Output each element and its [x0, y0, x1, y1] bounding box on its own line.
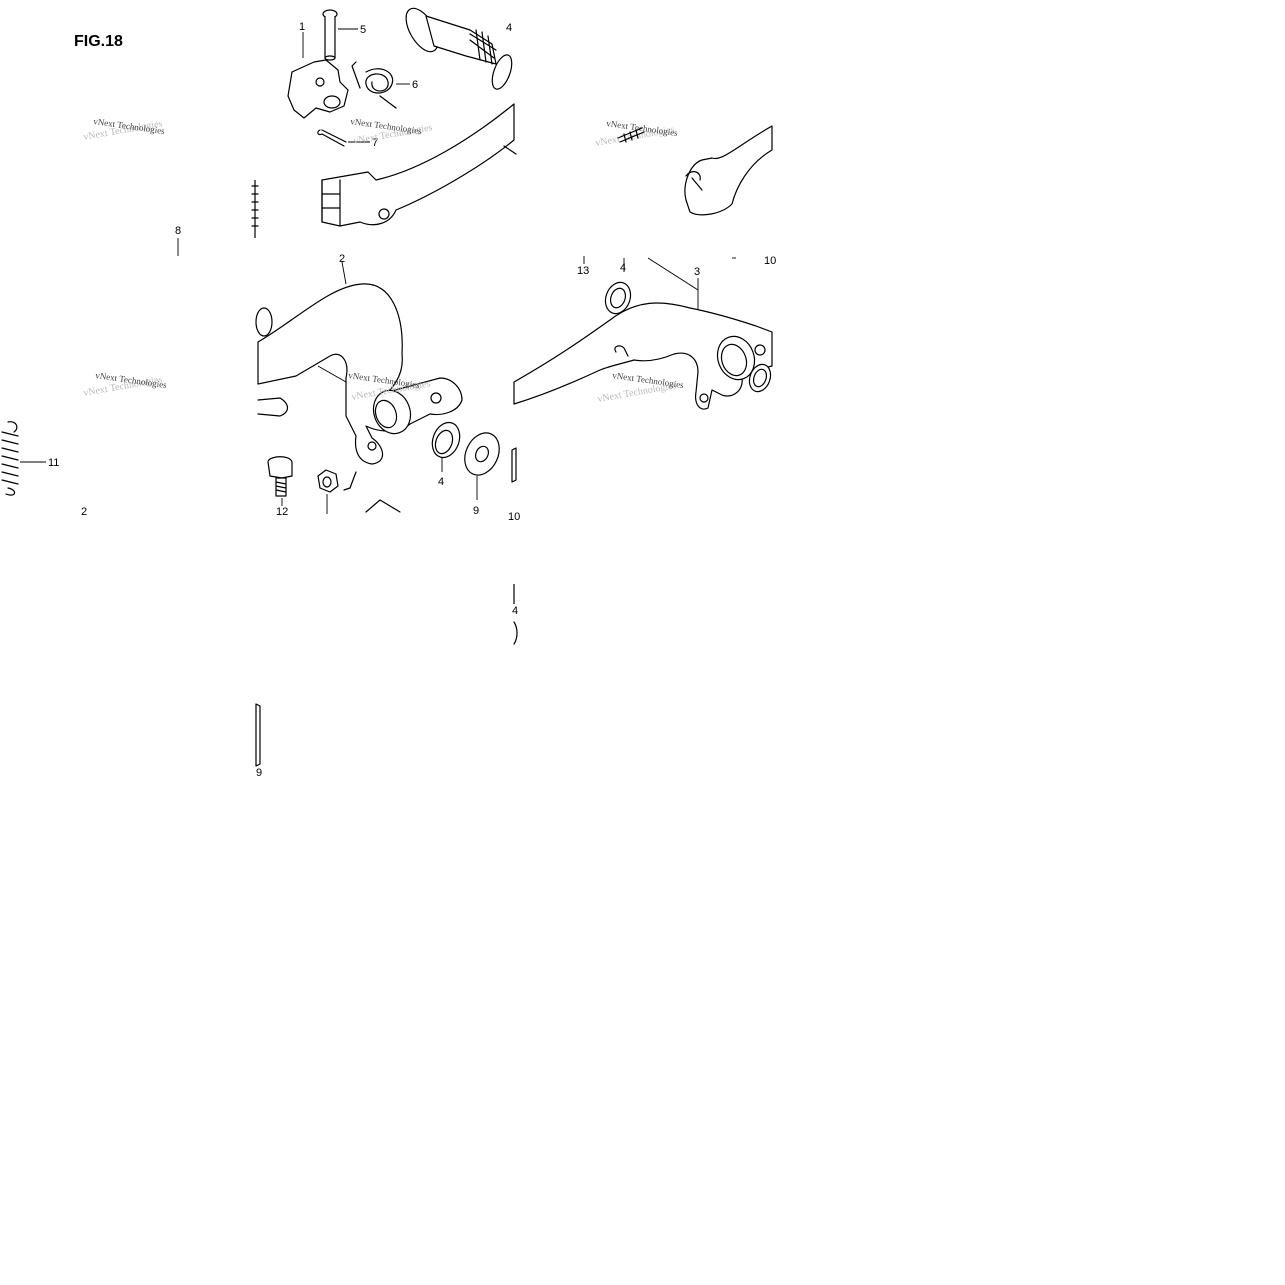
- svg-text:8: 8: [175, 225, 181, 237]
- callout-13: 13: [577, 256, 589, 277]
- callout-2-mid: 2: [339, 253, 345, 265]
- callout-12: 12: [276, 506, 288, 518]
- seal-part-4-mid: 4: [431, 421, 461, 488]
- cotter-pin-part-7: 7: [317, 129, 378, 149]
- spring-part-6: 6: [351, 61, 418, 109]
- brake-pedal-large: [255, 283, 463, 465]
- callout-6: 6: [412, 79, 418, 91]
- shaft-part-4-top: 4: [405, 7, 513, 90]
- svg-text:11: 11: [48, 457, 59, 469]
- spring-part-11: 11: [1, 421, 59, 496]
- lower-fragment-9: 9: [255, 703, 262, 779]
- top-middle-panel: 1 5 6 7 4: [251, 7, 517, 238]
- callout-10-right: 10: [764, 255, 776, 267]
- watermark: vNext Technologies vNext Technologies: [83, 116, 166, 143]
- pedal-fragment-top-right: [684, 125, 773, 216]
- figure-title: FIG.18: [74, 33, 123, 50]
- watermark: vNext Technologies vNext Technologies: [83, 370, 168, 399]
- brake-pedal-part-3: 3: [513, 257, 773, 410]
- seal-part-4-right: 4: [604, 258, 632, 315]
- watermark: vNext Technologies vNext Technologies: [595, 118, 679, 149]
- bracket-part-1: 1: [287, 21, 349, 119]
- svg-text:13: 13: [577, 265, 589, 277]
- callout-2-bottom: 2: [81, 506, 87, 518]
- callout-5: 5: [360, 24, 366, 36]
- washer-part-9: 9: [464, 432, 500, 517]
- callout-10: 10: [508, 511, 520, 523]
- callout-4-mid: 4: [438, 476, 444, 488]
- callout-9: 9: [473, 505, 479, 517]
- callout-4-right: 4: [620, 262, 626, 274]
- callout-7: 7: [372, 137, 378, 149]
- middle-panel: 2 4 9 10: [255, 253, 520, 523]
- pin-part-5: 5: [322, 9, 366, 61]
- watermark: vNext Technologies vNext Technologies: [597, 370, 685, 405]
- left-panel: vNext Technologies vNext Technologies vN…: [1, 116, 181, 518]
- callout-8: 8: [175, 225, 181, 256]
- lower-fragment-4: 4: [512, 584, 518, 645]
- callout-9-lower: 9: [256, 767, 262, 779]
- callout-1: 1: [299, 21, 305, 33]
- nut-part: [317, 469, 357, 514]
- watermark: vNext Technologies vNext Technologies: [350, 116, 434, 147]
- callout-4-top: 4: [506, 22, 512, 34]
- brake-pedal-arm-top: [321, 103, 517, 227]
- callout-4-lower: 4: [512, 605, 518, 617]
- callout-3: 3: [694, 266, 700, 278]
- bolt-part-12: 12: [267, 456, 293, 518]
